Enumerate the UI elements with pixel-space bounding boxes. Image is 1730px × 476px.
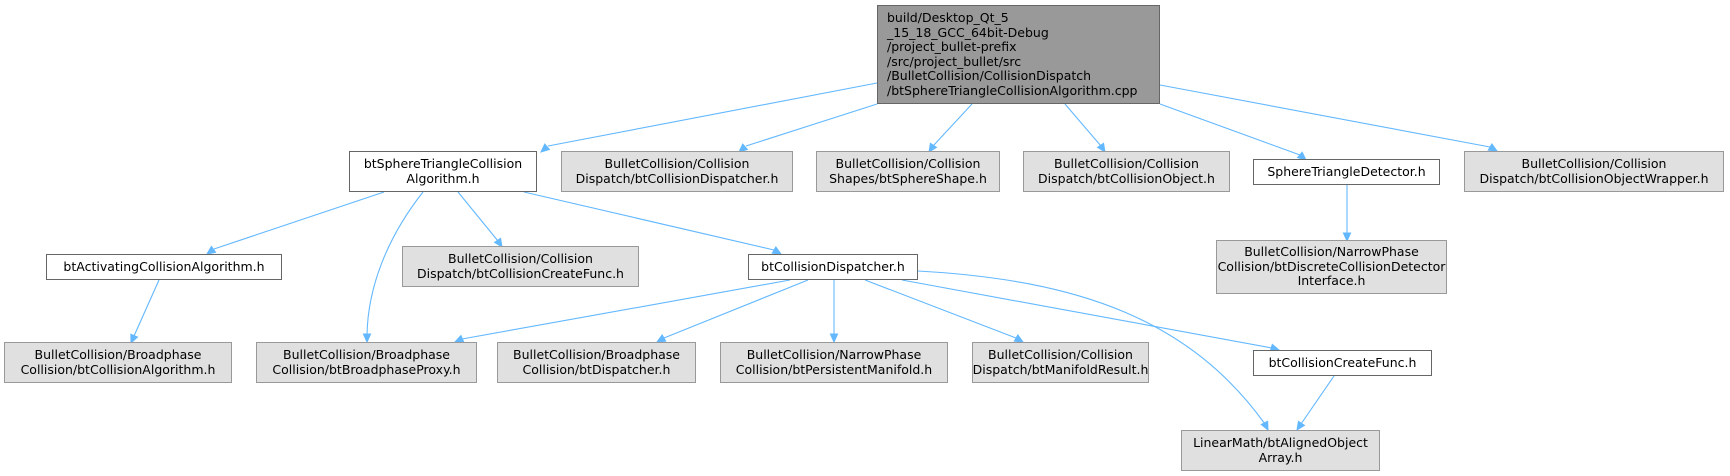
edge-dispatcher-to-aligned-array <box>917 270 1269 432</box>
edge-sphere-alg-to-create-func-full <box>457 191 503 249</box>
edge-sphere-alg-to-broadphase-proxy <box>362 191 424 344</box>
node-discrete-collision-detector-interface-h[interactable]: BulletCollision/NarrowPhase Collision/bt… <box>1216 240 1447 294</box>
edge-root-to-collision-object <box>1064 103 1106 154</box>
edge-dispatcher-to-dispatcher <box>655 279 809 343</box>
node-sphere-shape-h[interactable]: BulletCollision/Collision Shapes/btSpher… <box>816 151 1000 192</box>
edge-activating-alg-to-collision-algorithm <box>130 279 160 345</box>
node-root-source-file[interactable]: build/Desktop_Qt_5 _15_18_GCC_64bit-Debu… <box>877 5 1160 104</box>
node-collision-dispatcher-full-h[interactable]: BulletCollision/Collision Dispatch/btCol… <box>561 151 793 192</box>
edge-root-to-collision-object-wrapper <box>1159 84 1499 152</box>
node-collision-create-func-full-h[interactable]: BulletCollision/Collision Dispatch/btCol… <box>402 246 639 287</box>
edge-root-to-collision-dispatcher-full <box>738 103 878 153</box>
edge-dispatcher-to-persistent-manifold <box>829 280 839 344</box>
node-persistent-manifold-h[interactable]: BulletCollision/NarrowPhase Collision/bt… <box>720 342 948 383</box>
edge-root-to-sphere-triangle-detector <box>1159 103 1307 161</box>
node-broadphase-proxy-h[interactable]: BulletCollision/Broadphase Collision/btB… <box>256 342 477 383</box>
edge-root-to-sphere-triangle-algorithm <box>540 82 878 153</box>
node-collision-algorithm-h[interactable]: BulletCollision/Broadphase Collision/btC… <box>4 342 232 383</box>
node-collision-object-h[interactable]: BulletCollision/Collision Dispatch/btCol… <box>1023 151 1230 192</box>
edge-dispatcher-to-manifold-result <box>864 279 1025 343</box>
node-collision-object-wrapper-h[interactable]: BulletCollision/Collision Dispatch/btCol… <box>1464 151 1724 192</box>
node-sphere-triangle-detector-h[interactable]: SphereTriangleDetector.h <box>1253 159 1440 185</box>
edge-create-func-to-aligned-array <box>1296 375 1335 432</box>
edge-sphere-alg-to-collision-dispatcher <box>523 191 783 255</box>
node-collision-dispatcher-h[interactable]: btCollisionDispatcher.h <box>748 254 918 280</box>
edge-detector-to-discrete-detector <box>1342 185 1352 243</box>
edge-sphere-alg-to-activating-alg <box>206 191 385 255</box>
edge-root-to-sphere-shape <box>928 103 973 154</box>
node-dispatcher-h[interactable]: BulletCollision/Broadphase Collision/btD… <box>497 342 696 383</box>
node-collision-create-func-h[interactable]: btCollisionCreateFunc.h <box>1253 350 1432 376</box>
node-activating-collision-algorithm-h[interactable]: btActivatingCollisionAlgorithm.h <box>46 254 282 280</box>
node-aligned-object-array-h[interactable]: LinearMath/btAlignedObject Array.h <box>1181 430 1380 471</box>
node-sphere-triangle-collision-algorithm-h[interactable]: btSphereTriangleCollision Algorithm.h <box>349 151 537 192</box>
node-manifold-result-h[interactable]: BulletCollision/Collision Dispatch/btMan… <box>972 342 1149 383</box>
edge-dispatcher-to-broadphase-proxy <box>453 279 791 343</box>
